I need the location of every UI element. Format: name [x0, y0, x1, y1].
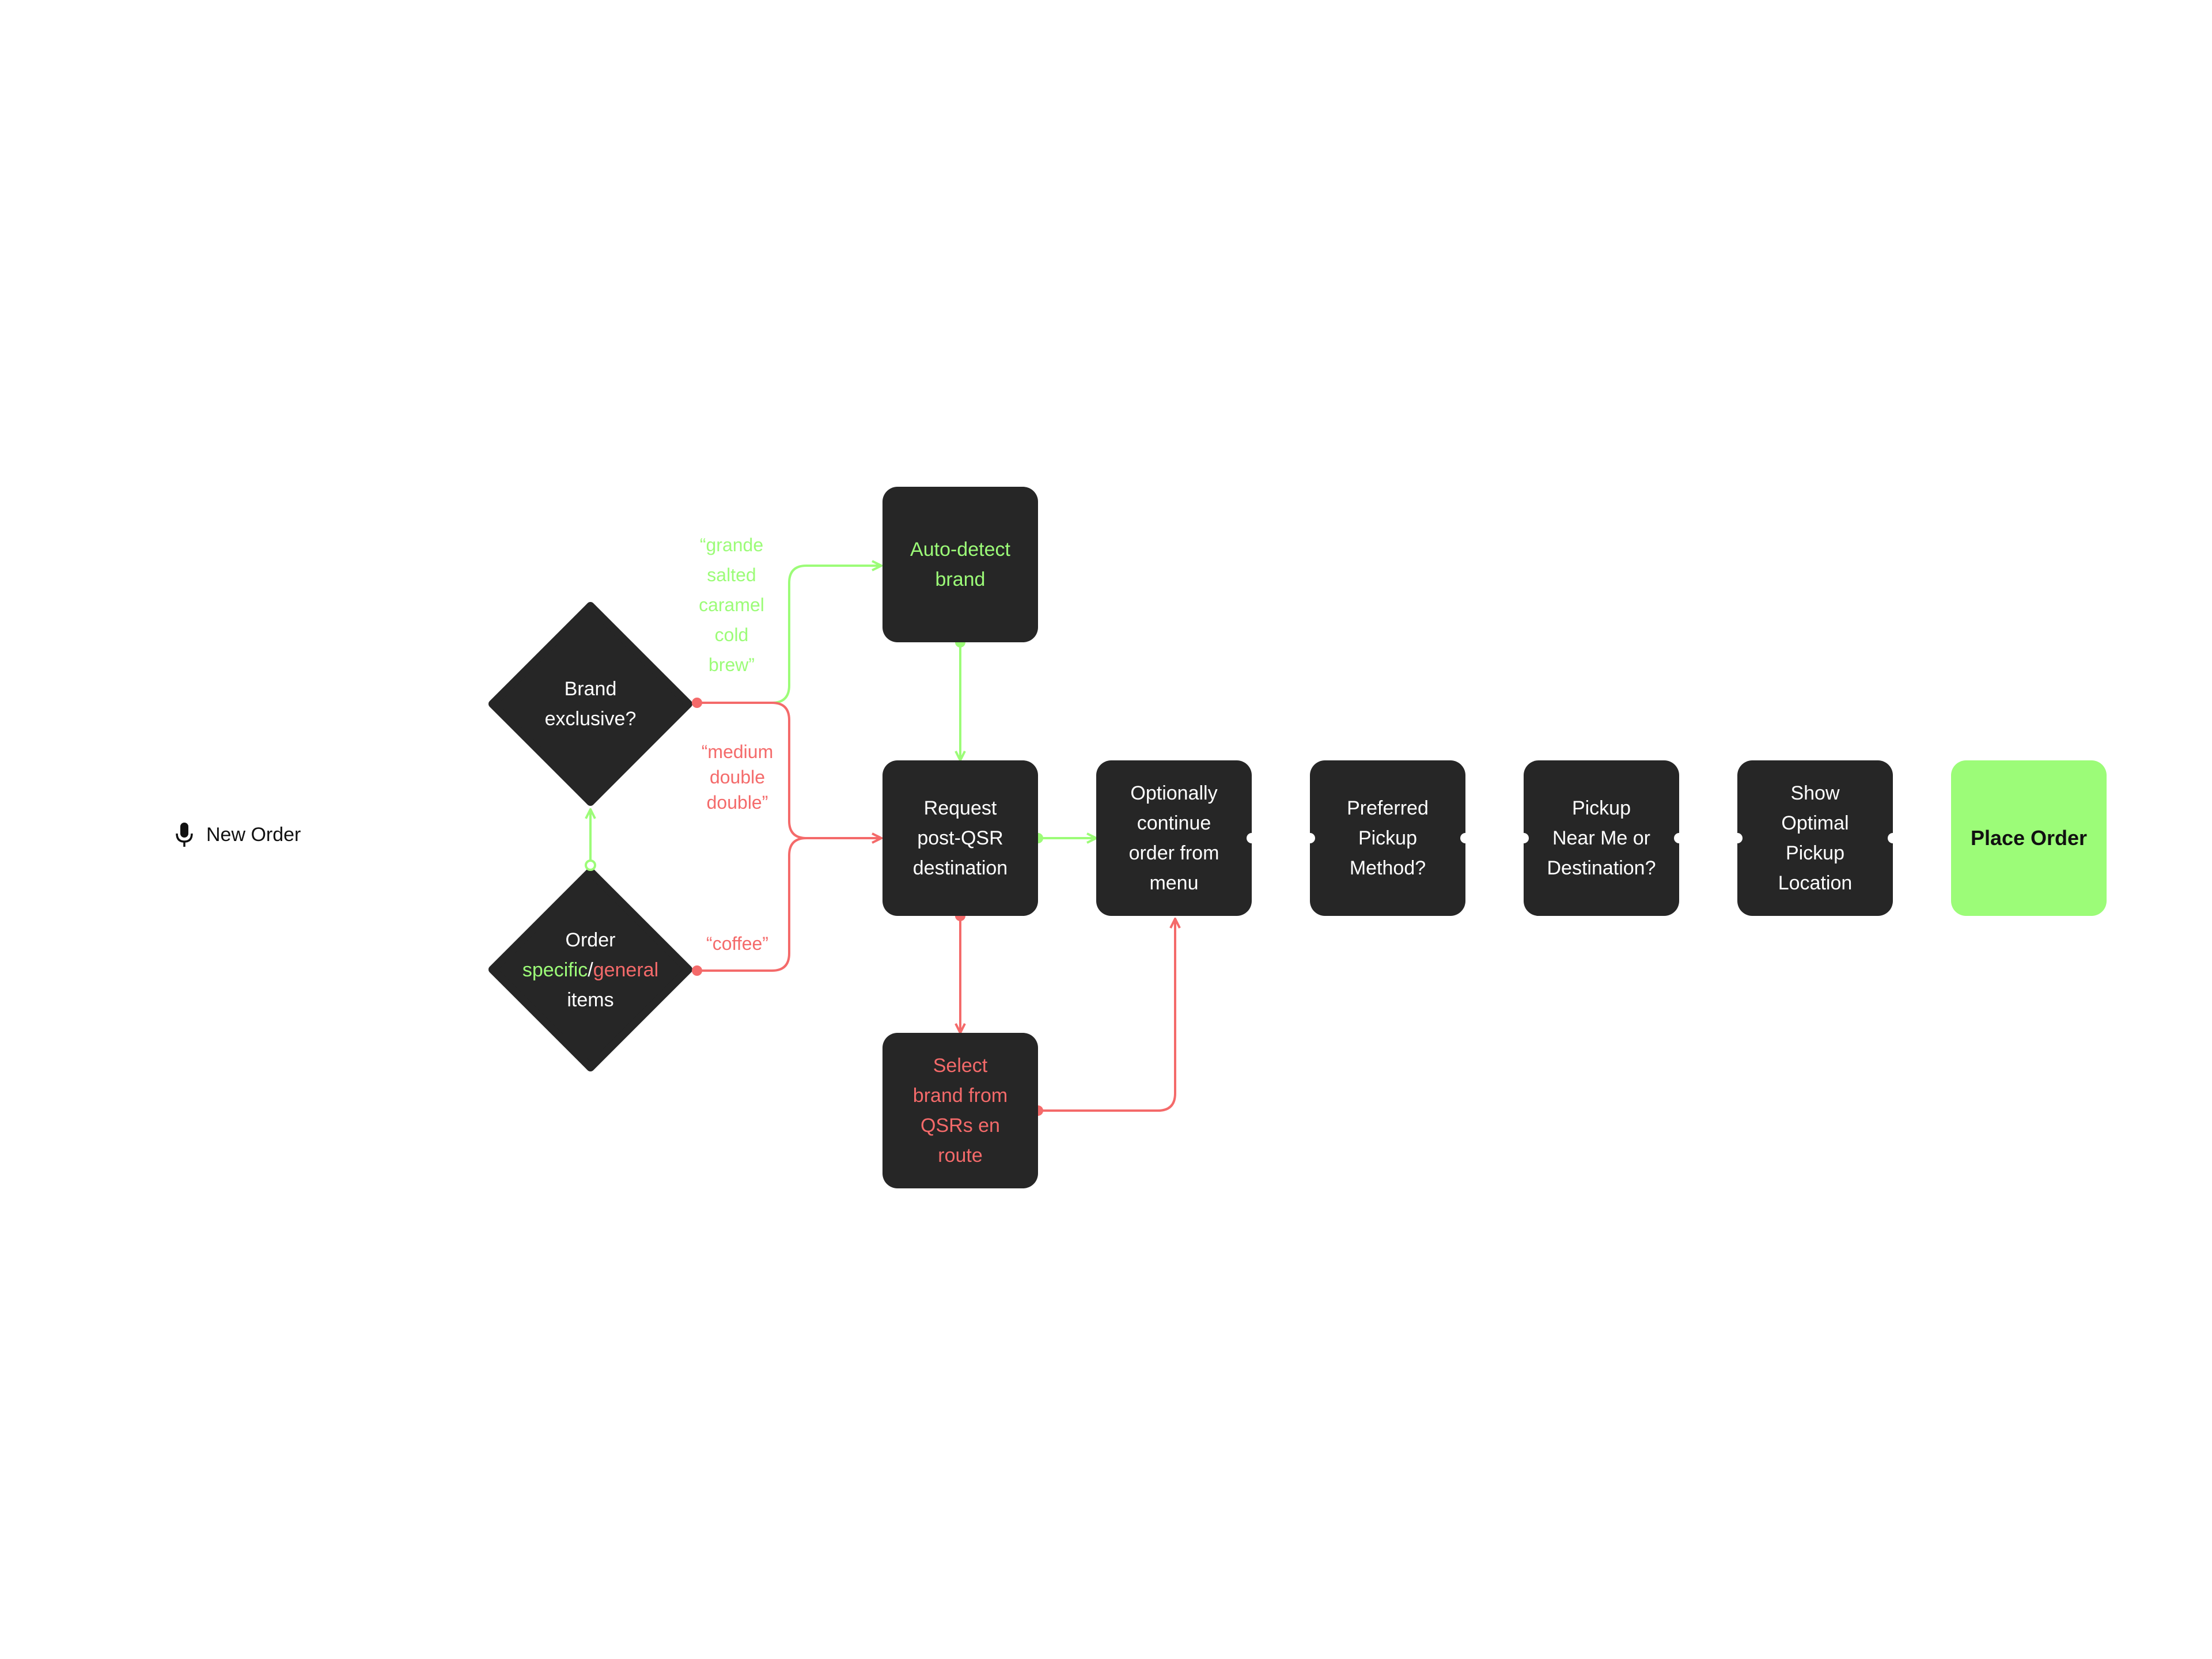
node-line: QSRs en — [921, 1115, 1000, 1137]
order-items-line: items — [567, 989, 614, 1011]
request-destination-node: Request post-QSR destination — [882, 760, 1038, 916]
continue-menu-node: Optionally continue order from menu — [1096, 760, 1252, 916]
edge-label-line: cold — [714, 624, 749, 645]
node-line: Preferred — [1347, 797, 1429, 819]
node-line: route — [938, 1145, 983, 1166]
output-port — [1674, 833, 1684, 843]
connector-brand-to-request — [697, 702, 881, 838]
connector-brand-to-autodetect — [697, 566, 881, 704]
edge-label-line: “grande — [699, 535, 764, 555]
place-order-node: Place Order — [1951, 760, 2107, 916]
node-line: Pickup — [1785, 842, 1845, 864]
grande-edge-label: “grande salted caramel cold brew” — [685, 530, 778, 680]
node-line: Location — [1778, 872, 1853, 894]
pickup-near-node: Pickup Near Me or Destination? — [1524, 760, 1679, 916]
connector-dot — [692, 965, 702, 976]
edge-label-line: salted — [707, 565, 756, 585]
order-items-line: specific/general — [510, 955, 671, 985]
start-label: New Order — [206, 823, 301, 846]
node-line: Optionally — [1130, 782, 1218, 804]
brand-exclusive-line: exclusive? — [544, 708, 637, 730]
node-line: brand from — [912, 1085, 1008, 1107]
order-items-line: Order — [565, 929, 616, 951]
order-items-label: Order specific/general items — [510, 925, 671, 1015]
input-port — [1732, 833, 1743, 843]
new-order-start: New Order — [173, 821, 301, 849]
connector-dot — [692, 698, 702, 708]
medium-edge-label: “medium double double” — [685, 739, 789, 815]
node-line: Method? — [1349, 857, 1426, 879]
select-brand-node: Select brand from QSRs en route — [882, 1033, 1038, 1188]
brand-exclusive-decision — [488, 602, 692, 806]
connector-dot — [585, 859, 596, 871]
microphone-icon — [176, 823, 193, 847]
node-line: Pickup — [1358, 827, 1418, 849]
coffee-edge-label: “coffee” — [706, 933, 768, 954]
node-line: Request — [923, 797, 997, 819]
node-line: continue — [1137, 812, 1211, 834]
edge-label-line: double” — [706, 792, 768, 813]
node-line: destination — [912, 857, 1008, 879]
specific-word: specific — [522, 959, 588, 981]
node-line: post-QSR — [917, 827, 1003, 849]
node-line: Auto-detect — [910, 539, 1010, 560]
brand-exclusive-line: Brand — [564, 678, 617, 700]
node-line: Select — [933, 1055, 988, 1077]
edge-label-line: caramel — [699, 594, 764, 615]
node-line: Pickup — [1571, 797, 1631, 819]
node-line: Show — [1790, 782, 1840, 804]
edge-label-line: “medium — [701, 741, 774, 762]
output-port — [1888, 833, 1898, 843]
brand-exclusive-label: Brand exclusive? — [521, 674, 660, 734]
node-line: Optimal — [1781, 812, 1849, 834]
connector-items-to-request — [697, 837, 881, 972]
place-order-label: Place Order — [1970, 826, 2088, 850]
edge-label-line: brew” — [708, 654, 755, 675]
output-port — [1247, 833, 1257, 843]
connector-select-to-continue — [1038, 919, 1175, 1112]
order-items-decision — [488, 868, 692, 1071]
input-port — [1518, 833, 1529, 843]
slash-separator: / — [588, 959, 593, 981]
general-word: general — [593, 959, 659, 981]
input-port — [1305, 833, 1315, 843]
node-line: order from — [1128, 842, 1219, 864]
node-line: Near Me or — [1552, 827, 1651, 849]
optimal-location-node: Show Optimal Pickup Location — [1737, 760, 1893, 916]
edge-label-line: double — [709, 767, 766, 787]
node-line: Destination? — [1547, 857, 1656, 879]
output-port — [1460, 833, 1471, 843]
auto-detect-brand-node: Auto-detect brand — [882, 487, 1038, 642]
pickup-method-node: Preferred Pickup Method? — [1310, 760, 1465, 916]
node-line: menu — [1149, 872, 1199, 894]
node-line: brand — [935, 569, 986, 590]
